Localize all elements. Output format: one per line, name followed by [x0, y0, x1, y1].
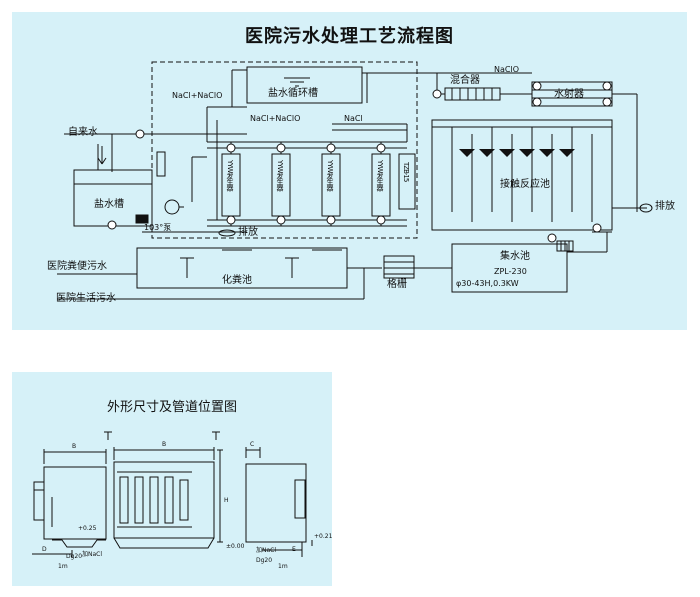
dim-dg20-left: Dg20	[66, 553, 83, 560]
brine-cycle-tank-shape	[246, 66, 363, 104]
label-ejector: 水射器	[554, 89, 584, 100]
level-gauge	[156, 151, 166, 177]
hopper-5	[539, 149, 555, 157]
valve-gen-2-bottom	[276, 215, 286, 225]
hopper-6	[559, 149, 575, 157]
dim-dg20-right: Dg20	[256, 557, 273, 564]
dim-salt-right: 加NaCl	[256, 547, 277, 554]
tzb-label: TZB-15	[402, 162, 410, 182]
label-drain-left: 排放	[238, 227, 258, 238]
dim-1m-left: 1m	[58, 563, 68, 570]
valve-ejector-1	[532, 81, 542, 91]
label-septic-tank: 化粪池	[222, 275, 252, 286]
dims-title: 外形尺寸及管道位置图	[106, 400, 237, 415]
dim-d: D	[42, 546, 47, 553]
dim-b-left: B	[72, 443, 77, 450]
dim-e: E	[292, 546, 296, 553]
dims-diagram	[32, 431, 313, 558]
valve-gen-3-bottom	[326, 215, 336, 225]
process-flow-panel: 医院污水处理工艺流程图	[12, 12, 687, 330]
label-pump-spec: φ30-43H,0.3KW	[456, 279, 519, 288]
label-collect-tank: 集水池	[500, 251, 530, 262]
valve-ejector-2	[532, 97, 542, 107]
valve-gen-4	[376, 143, 386, 153]
flow-title: 医院污水处理工艺流程图	[245, 26, 454, 47]
hopper-2	[479, 149, 495, 157]
tzb-device	[398, 153, 416, 210]
valve-ejector-3	[602, 81, 612, 91]
generator-label-2: YYW发生器	[276, 160, 284, 191]
hopper-1	[459, 149, 475, 157]
label-nacl-naclo-top: NaCl+NaClO	[172, 91, 223, 100]
hopper-4	[519, 149, 535, 157]
dim-c: C	[250, 441, 255, 448]
label-domestic-sewage: 医院生活污水	[56, 293, 116, 304]
valve-mixer-in	[432, 89, 442, 99]
label-tap-water: 自来水	[68, 127, 98, 138]
screen-shape	[383, 255, 415, 279]
valve-drain-right	[592, 223, 602, 233]
label-mixer: 混合器	[450, 75, 480, 86]
dim-plus-021: +0.21	[314, 533, 333, 540]
valve-brine-bottom	[107, 220, 117, 230]
pump-103-shape	[164, 199, 180, 215]
generator-label-1: YYW发生器	[226, 160, 234, 191]
drain-coil-right	[639, 203, 653, 213]
drain-coil-left	[218, 229, 236, 237]
label-feces-sewage: 医院粪便污水	[47, 261, 107, 272]
label-pump-103: 103°泵	[144, 223, 172, 232]
label-screen: 格栅	[387, 279, 407, 290]
dimensions-panel: 外形尺寸及管道位置图	[12, 372, 332, 586]
left-base	[52, 539, 106, 548]
label-nacl: NaCl	[344, 114, 363, 123]
collect-tank-shape	[451, 243, 568, 293]
label-nacl-naclo-mid: NaCl+NaClO	[250, 114, 301, 123]
valve-collect	[547, 233, 557, 243]
dim-h: H	[224, 497, 229, 504]
dim-salt-left: 加NaCl	[82, 551, 103, 558]
hopper-3	[499, 149, 515, 157]
brine-valve	[135, 214, 149, 224]
valve-gen-3	[326, 143, 336, 153]
dim-zero: ±0.00	[226, 543, 245, 550]
dim-1m-right: 1m	[278, 563, 288, 570]
label-brine-tank: 盐水槽	[94, 199, 124, 210]
label-naclo-right: NaClO	[494, 65, 519, 74]
label-pump-model: ZPL-230	[494, 267, 527, 276]
valve-gen-4-bottom	[376, 215, 386, 225]
middle-base	[113, 537, 215, 549]
valve-tap-water	[135, 129, 145, 139]
valve-gen-1	[226, 143, 236, 153]
generator-label-4: YYW发生器	[376, 160, 384, 191]
right-unit	[245, 463, 307, 543]
dim-plus-025: +0.25	[78, 525, 97, 532]
label-drain-right: 排放	[655, 201, 675, 212]
generator-enclosure	[151, 61, 418, 239]
contact-tank-shape	[431, 119, 613, 231]
valve-gen-2	[276, 143, 286, 153]
middle-unit	[113, 461, 215, 539]
label-brine-cycle-tank: 盐水循环槽	[268, 88, 318, 99]
flow-diagram	[57, 61, 653, 300]
generator-label-3: YYW发生器	[326, 160, 334, 191]
valve-gen-1-bottom	[226, 215, 236, 225]
valve-ejector-4	[602, 97, 612, 107]
label-contact-tank: 接触反应池	[500, 179, 550, 190]
dim-b-middle: B	[162, 441, 167, 448]
left-unit	[43, 466, 107, 540]
